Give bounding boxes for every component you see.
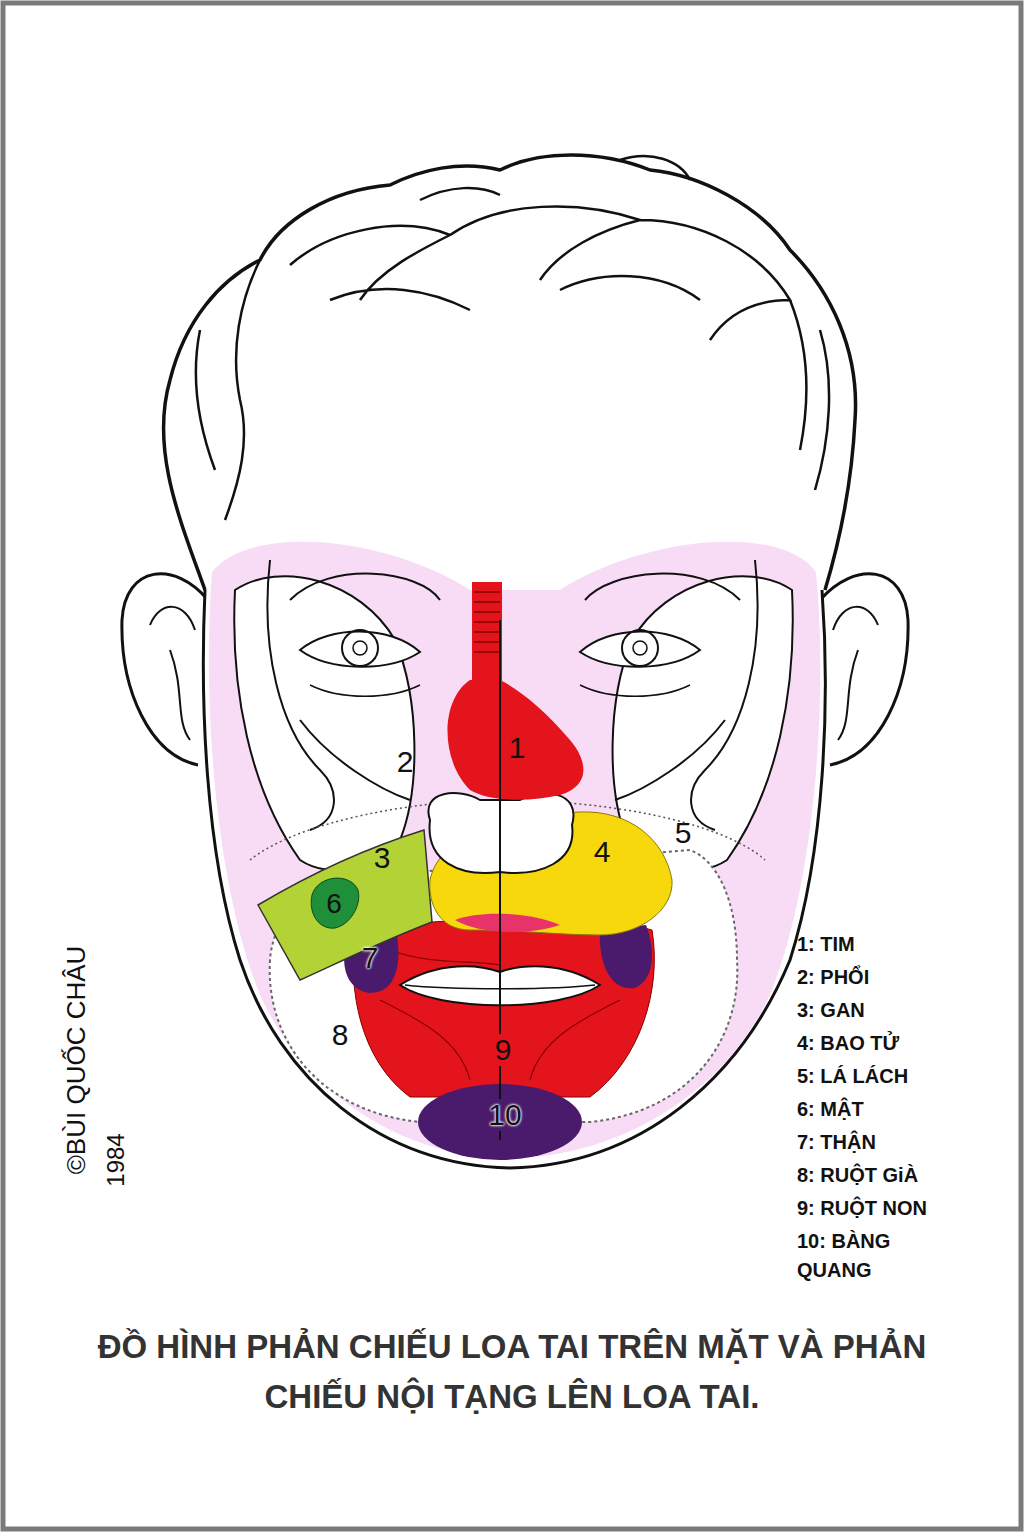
callout-number: 5: [672, 817, 695, 849]
heart: [448, 680, 584, 800]
right-ear-map: [613, 576, 793, 870]
liver: [258, 830, 432, 980]
legend-entry: 10: BÀNG QUANG: [797, 1227, 969, 1285]
callout-number: 10: [485, 1099, 524, 1131]
small-intestine: [353, 919, 654, 1097]
legend-entry: 7: THẬN: [797, 1128, 969, 1157]
ear-reflection-zone: [209, 542, 820, 1158]
gallbladder: [311, 878, 359, 928]
callout-number: 6: [323, 889, 345, 919]
year-note: 1984: [103, 1130, 129, 1189]
trachea: [472, 582, 502, 682]
legend-entry: 3: GAN: [797, 996, 969, 1025]
callout-number: 1: [506, 732, 529, 764]
right-ear-inner: [833, 607, 878, 740]
left-pupil: [353, 641, 367, 655]
right-ear: [820, 574, 908, 765]
callout-number: 7: [359, 942, 382, 974]
title: ĐỒ HÌNH PHẢN CHIẾU LOA TAI TRÊN MẶT VÀ P…: [90, 1322, 934, 1422]
right-eye: [580, 631, 700, 666]
left-iris: [342, 630, 378, 666]
legend-entry: 2: PHỔI: [797, 963, 969, 992]
callout-number: 3: [371, 842, 394, 874]
callout-number: 4: [591, 836, 614, 868]
ear-contours: [267, 560, 757, 830]
trachea-rings: [474, 592, 500, 652]
left-ear-inner: [150, 607, 195, 740]
frame: [3, 3, 1021, 1529]
legend-entry: 5: LÁ LÁCH: [797, 1062, 969, 1091]
callout-number: 2: [394, 746, 417, 778]
hair-strands: [196, 156, 829, 520]
right-iris: [622, 630, 658, 666]
legend-entry: 8: RUỘT GiÀ: [797, 1161, 969, 1190]
legend-entry: 4: BAO TỬ: [797, 1029, 969, 1058]
callout-number: 8: [329, 1019, 352, 1051]
right-pupil: [633, 641, 647, 655]
callout-number: 9: [492, 1034, 515, 1066]
copyright-note: ©BÙI QUỐC CHÂU: [62, 943, 90, 1178]
tongue-mark: [455, 914, 560, 932]
legend-entry: 6: MẬT: [797, 1095, 969, 1124]
hair-outline: [163, 155, 855, 590]
legend-entry: 1: TIM: [797, 930, 969, 959]
left-ear-map: [234, 576, 414, 870]
legend: 1: TIM 2: PHỔI 3: GAN 4: BAO TỬ 5: LÁ LÁCH 6:…: [797, 930, 969, 1289]
left-ear: [122, 574, 208, 765]
left-eye: [300, 631, 420, 666]
legend-entry: 9: RUỘT NON: [797, 1194, 969, 1223]
